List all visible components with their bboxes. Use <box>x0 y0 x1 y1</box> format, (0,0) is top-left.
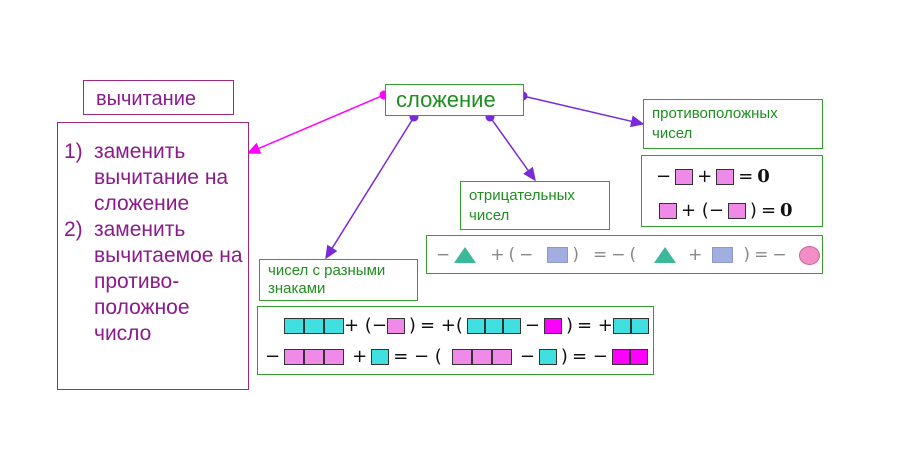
plus-minus-open: + (− <box>344 315 387 336</box>
eq-plus-open: = +( <box>419 315 463 336</box>
cyan-square <box>630 317 649 334</box>
rule-1-text: заменить вычитание на сложение <box>94 140 229 215</box>
triangle-shape <box>654 247 677 263</box>
blue-square <box>712 247 734 263</box>
close-paren: ) <box>408 315 416 336</box>
pink-square <box>675 168 694 185</box>
minus-sign: − <box>611 245 626 265</box>
plus-sign: + <box>688 245 703 265</box>
opposite-numbers-node: противоположных чисел <box>643 99 823 149</box>
equals-sign: = <box>593 245 608 265</box>
magenta-square <box>543 317 562 334</box>
blue-square <box>547 247 569 263</box>
equals-sign: = <box>738 166 754 187</box>
negative-formula: − + ( − ) = − ( + ) = − <box>436 245 820 265</box>
cyan-square <box>502 317 521 334</box>
negative-numbers-label: отрицательных чисел <box>469 187 575 224</box>
plus-minus-open: + (− <box>681 200 724 221</box>
addition-node: сложение <box>385 84 524 116</box>
different-signs-formula-2: − + = − ( − ) = − <box>265 346 648 367</box>
different-signs-node: чисел с разными знаками <box>259 259 418 301</box>
pink-square <box>727 202 746 219</box>
pink-square <box>324 348 345 365</box>
opposite-formula-2: + (− ) = 0 <box>659 200 793 221</box>
open-paren: ( <box>508 245 516 265</box>
pink-square <box>451 348 472 365</box>
negative-formula-box <box>426 235 823 274</box>
arrow-to-negative <box>485 112 536 182</box>
subtraction-rules-box: 1) заменить вычитание на сложение 2) зам… <box>57 122 249 390</box>
pink-square <box>284 348 305 365</box>
arrow-to-rules <box>246 90 389 154</box>
minus-sign: − <box>519 346 535 367</box>
triangle-shape <box>454 247 477 263</box>
close-paren: ) <box>743 245 751 265</box>
cyan-square <box>284 317 304 334</box>
rule-1: 1) заменить вычитание на сложение <box>64 139 248 217</box>
rule-2: 2) заменить вычитаемое на противо-положн… <box>64 217 248 347</box>
subtraction-label: вычитание <box>96 88 196 110</box>
pink-square <box>659 202 677 219</box>
eq-minus-open: = − ( <box>393 346 442 367</box>
magenta-square <box>629 348 648 365</box>
arrow-to-opposite <box>518 91 645 128</box>
close-paren: ) <box>572 245 580 265</box>
cyan-square <box>538 348 557 365</box>
close-paren: ) <box>565 315 573 336</box>
minus-sign: − <box>524 315 540 336</box>
pink-square <box>491 348 512 365</box>
plus-sign: + <box>697 166 713 187</box>
eq-plus: = + <box>577 315 613 336</box>
minus-sign: − <box>265 346 281 367</box>
rule-1-number: 1) <box>64 140 83 163</box>
minus-sign: − <box>772 245 787 265</box>
pink-square <box>304 348 325 365</box>
circle-shape <box>798 245 820 265</box>
plus-sign: + <box>490 245 505 265</box>
rule-2-number: 2) <box>64 218 83 241</box>
equals-sign: = <box>754 245 769 265</box>
negative-numbers-node: отрицательных чисел <box>460 181 610 230</box>
subtraction-node: вычитание <box>83 80 234 115</box>
minus-sign: − <box>519 245 534 265</box>
zero-value: 0 <box>780 200 793 221</box>
minus-sign: − <box>656 166 672 187</box>
equals-sign: = <box>760 200 777 221</box>
different-signs-formula-1: + (− ) = +( − ) = + <box>284 315 649 336</box>
pink-square <box>386 317 405 334</box>
different-signs-label: чисел с разными знаками <box>268 262 386 297</box>
zero-value: 0 <box>757 166 770 187</box>
magenta-square <box>611 348 630 365</box>
cyan-square <box>612 317 631 334</box>
rule-2-text: заменить вычитаемое на противо-положное … <box>94 218 243 345</box>
open-paren: ( <box>629 245 637 265</box>
cyan-square <box>371 348 390 365</box>
pink-square <box>471 348 492 365</box>
cyan-square <box>484 317 503 334</box>
close-paren: ) <box>560 346 568 367</box>
cyan-square <box>324 317 344 334</box>
close-paren: ) <box>749 200 757 221</box>
arrow-to-different-signs <box>325 112 419 260</box>
cyan-square <box>304 317 324 334</box>
pink-square <box>716 168 735 185</box>
cyan-square <box>466 317 485 334</box>
opposite-numbers-label: противоположных чисел <box>652 105 778 142</box>
plus-sign: + <box>352 346 368 367</box>
addition-label: сложение <box>396 87 496 112</box>
minus-sign: − <box>436 245 451 265</box>
eq-minus: = − <box>571 346 608 367</box>
opposite-formula-1: − + = 0 <box>656 166 770 187</box>
